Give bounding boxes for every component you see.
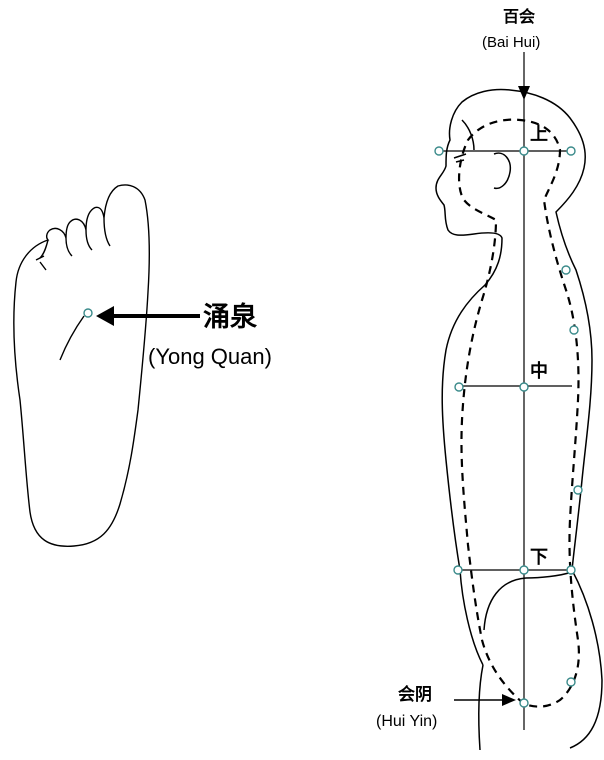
huiyin-point bbox=[520, 699, 528, 707]
thigh-back bbox=[484, 572, 572, 630]
point-back-mid bbox=[570, 326, 578, 334]
sole-crease bbox=[60, 316, 84, 360]
point-lower-right bbox=[567, 566, 575, 574]
baihui-label-cn: 百会 bbox=[503, 7, 535, 26]
point-head-right bbox=[567, 147, 575, 155]
upper-dantian-label: 上 bbox=[530, 124, 548, 145]
toe-line-2 bbox=[86, 230, 92, 250]
point-middle-left bbox=[455, 383, 463, 391]
huiyin-label-cn: 会阴 bbox=[398, 684, 432, 705]
lower-dantian-label: 下 bbox=[530, 547, 548, 568]
thigh-front bbox=[479, 665, 483, 750]
body-figure bbox=[436, 52, 602, 750]
point-buttock bbox=[567, 678, 575, 686]
toe-line-1 bbox=[104, 218, 110, 246]
toe-line-3 bbox=[66, 238, 72, 256]
point-lower-center bbox=[520, 566, 528, 574]
middle-dantian-label: 中 bbox=[530, 360, 548, 382]
ear bbox=[494, 153, 510, 188]
point-head-center bbox=[520, 147, 528, 155]
huiyin-arrow-head bbox=[502, 694, 516, 706]
yongquan-label-cn: 涌泉 bbox=[203, 301, 258, 333]
baihui-label-en: (Bai Hui) bbox=[482, 34, 540, 51]
yongquan-label-en: (Yong Quan) bbox=[148, 344, 272, 369]
toe-mark bbox=[36, 256, 46, 270]
point-back-lower bbox=[574, 486, 582, 494]
point-head-left bbox=[435, 147, 443, 155]
point-lower-left bbox=[454, 566, 462, 574]
point-back-upper bbox=[562, 266, 570, 274]
huiyin-label-en: (Hui Yin) bbox=[376, 713, 437, 730]
body-points bbox=[435, 147, 582, 707]
yongquan-arrow-head bbox=[96, 306, 114, 326]
foot-outline bbox=[14, 185, 149, 546]
point-middle-center bbox=[520, 383, 528, 391]
yongquan-point bbox=[84, 309, 92, 317]
